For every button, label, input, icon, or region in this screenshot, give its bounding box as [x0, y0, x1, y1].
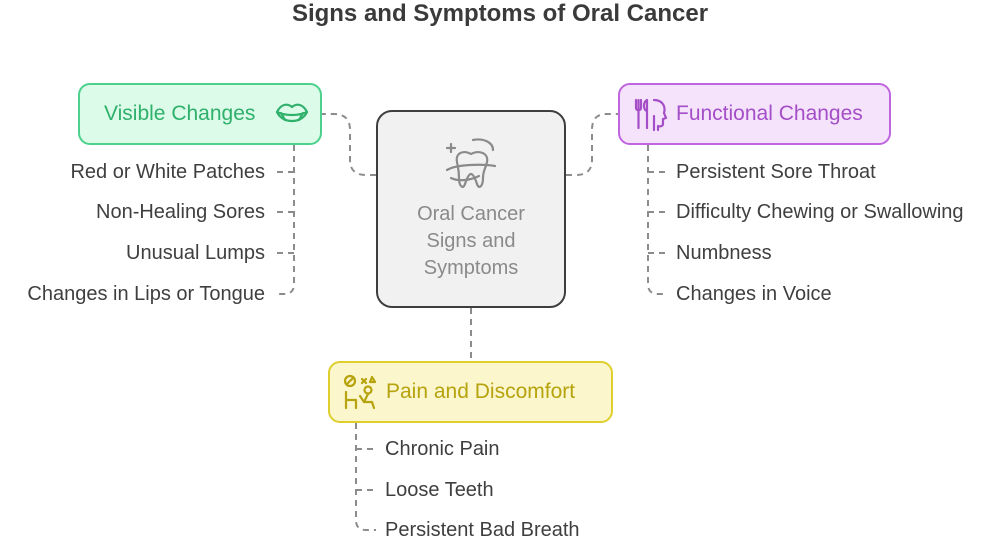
functional-item-chewing-swallowing: Difficulty Chewing or Swallowing — [676, 201, 964, 223]
connector-visible-trunk — [275, 145, 295, 295]
center-label-line-3: Symptoms — [423, 257, 519, 279]
mouth-lips-icon — [275, 103, 309, 123]
pain-item-bad-breath: Persistent Bad Breath — [385, 519, 580, 541]
person-in-pain-icon — [343, 374, 377, 410]
functional-item-voice: Changes in Voice — [676, 283, 832, 305]
pain-item-chronic-pain: Chronic Pain — [385, 438, 500, 460]
visible-item-unusual-lumps: Unusual Lumps — [126, 242, 265, 264]
center-label-line-1: Oral Cancer — [417, 203, 525, 225]
pain-discomfort-node — [328, 361, 613, 423]
visible-item-lips-tongue: Changes in Lips or Tongue — [27, 283, 265, 305]
diagram-title: Signs and Symptoms of Oral Cancer — [291, 0, 709, 27]
connector-functional-trunk — [647, 145, 667, 295]
connector-center-visible — [322, 113, 376, 176]
functional-item-sore-throat: Persistent Sore Throat — [676, 161, 876, 183]
visible-item-non-healing-sores: Non-Healing Sores — [96, 201, 265, 223]
center-node — [376, 110, 566, 308]
head-utensils-icon — [634, 98, 668, 132]
center-label-line-2: Signs and — [426, 230, 516, 252]
visible-item-red-white-patches: Red or White Patches — [70, 161, 265, 183]
visible-changes-label: Visible Changes — [104, 102, 256, 125]
tooth-icon — [445, 138, 497, 188]
functional-changes-label: Functional Changes — [676, 102, 863, 125]
connector-pain-trunk — [355, 423, 376, 531]
functional-item-numbness: Numbness — [676, 242, 772, 264]
pain-item-loose-teeth: Loose Teeth — [385, 479, 494, 501]
connector-center-functional — [566, 113, 618, 176]
center-label: Oral Cancer Signs and Symptoms — [376, 201, 566, 282]
pain-discomfort-label: Pain and Discomfort — [386, 380, 576, 403]
